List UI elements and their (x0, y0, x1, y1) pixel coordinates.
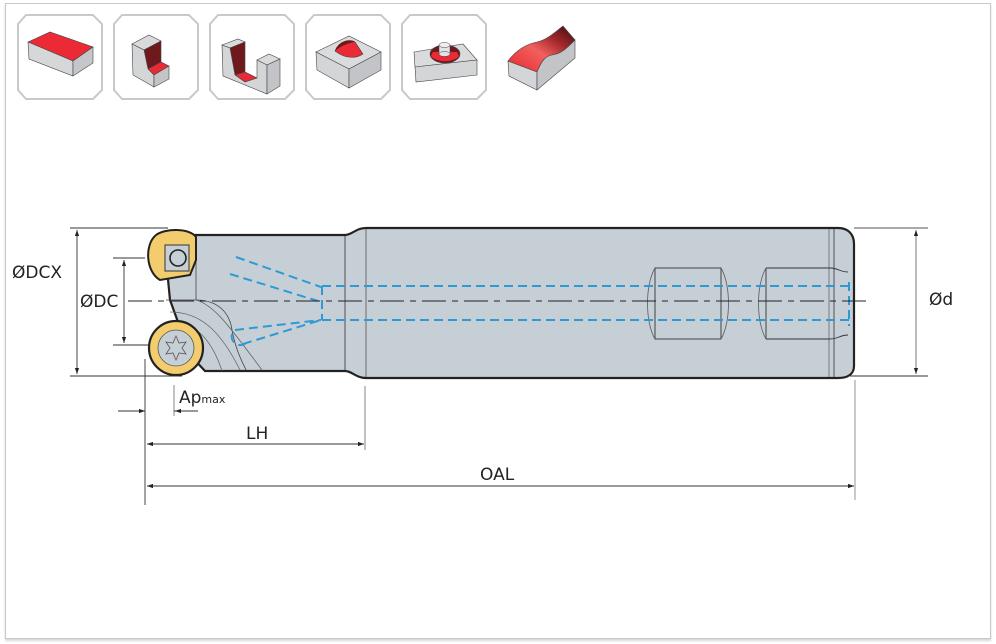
dimensions (70, 227, 928, 505)
circular-pocket-milling-icon (413, 42, 478, 83)
tile-slot-milling[interactable] (209, 14, 295, 100)
insert-bottom (147, 319, 205, 377)
tile-face-milling[interactable] (17, 14, 103, 100)
tile-pocket-milling[interactable] (305, 14, 391, 100)
face-milling-icon (27, 31, 94, 77)
clamp-flat-1 (647, 267, 729, 340)
profile-milling-icon (507, 25, 576, 91)
label-ap-max: Apmax (179, 388, 226, 408)
shoulder-milling-icon (131, 34, 170, 88)
tile-shoulder-milling[interactable] (113, 14, 199, 100)
label-d: Ød (929, 290, 953, 310)
screw-icon (169, 249, 187, 267)
coolant-channels (229, 256, 850, 346)
tile-circular-pocket-milling[interactable] (401, 14, 487, 100)
torx-screw-icon (165, 334, 187, 362)
tile-profile-milling[interactable] (497, 14, 582, 99)
clamp-flat-2 (758, 267, 849, 340)
pocket-milling-icon (315, 35, 382, 89)
slot-milling-icon (221, 38, 281, 95)
tool-shank (163, 226, 856, 380)
label-dcx: ØDCX (12, 263, 62, 283)
insert-top (147, 229, 197, 282)
label-oal: OAL (480, 465, 515, 485)
label-lh: LH (246, 424, 268, 444)
tool-body (128, 226, 872, 380)
label-dc: ØDC (80, 292, 118, 312)
